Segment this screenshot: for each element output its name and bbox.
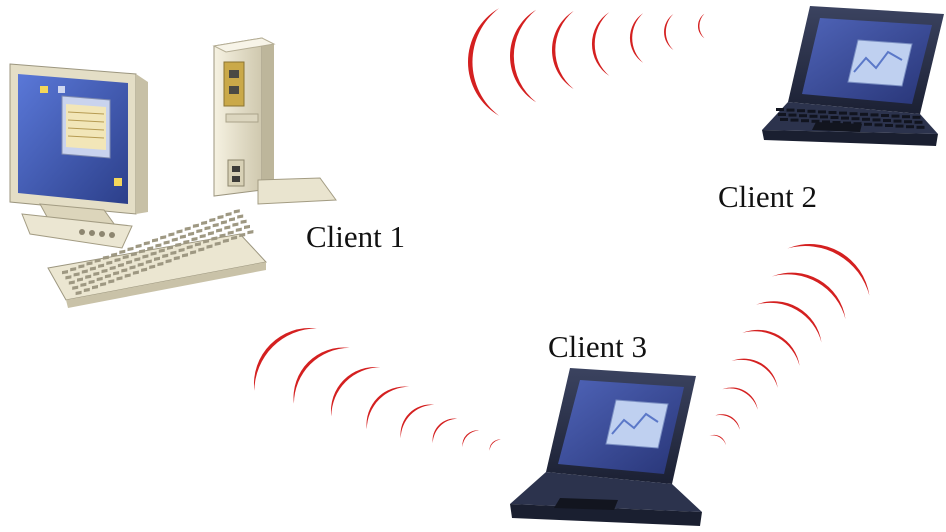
wireless-wave-icon xyxy=(709,244,870,446)
wave-arc xyxy=(715,414,740,430)
client-1-label: Client 1 xyxy=(306,219,406,254)
wave-arc xyxy=(432,418,458,444)
wave-arc xyxy=(771,272,846,320)
wave-arc xyxy=(756,301,822,343)
client-3-label: Client 3 xyxy=(548,329,648,364)
wireless-wave-icon xyxy=(253,327,501,451)
wave-arc xyxy=(629,13,644,63)
wave-arc xyxy=(731,358,778,388)
laptop-icon xyxy=(762,6,944,146)
client-2-label: Client 2 xyxy=(718,179,818,214)
wave-arc xyxy=(551,11,574,89)
wave-arc xyxy=(400,404,435,439)
wireless-wave-icon xyxy=(467,8,705,116)
wave-arc xyxy=(366,386,410,430)
wave-arc xyxy=(664,14,674,50)
keyboard xyxy=(47,209,267,308)
wave-arc xyxy=(697,13,705,39)
wave-arc xyxy=(293,347,350,404)
desktop-computer-icon xyxy=(9,37,337,308)
tower-case xyxy=(212,37,337,205)
wave-arc xyxy=(330,366,381,417)
laptop-icon xyxy=(510,368,702,526)
wave-arc xyxy=(509,9,537,103)
wave-arc xyxy=(709,434,726,446)
wave-arc xyxy=(462,430,480,448)
wave-arc xyxy=(253,327,317,391)
wave-arc xyxy=(722,387,758,410)
wave-arc xyxy=(591,12,610,76)
monitor xyxy=(9,63,148,249)
wave-arc xyxy=(489,439,501,451)
wave-arc xyxy=(467,8,499,116)
